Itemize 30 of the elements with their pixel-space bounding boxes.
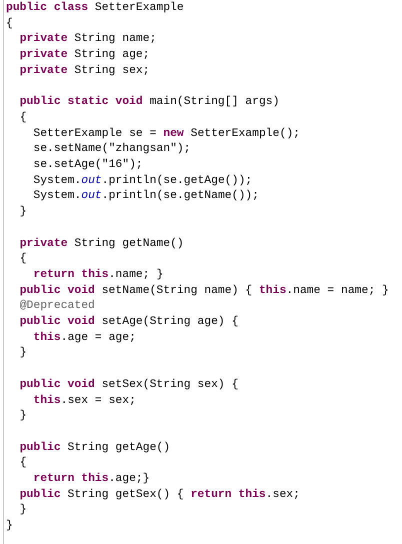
- code-line: private String name;: [20, 32, 156, 46]
- code-line: System.out.println(se.getAge());: [33, 174, 252, 188]
- code-line: {: [6, 16, 13, 31]
- code-line: public static void main(String[] args): [20, 95, 280, 110]
- code-line: }: [20, 346, 27, 360]
- code-line: return this.age;}: [33, 472, 150, 486]
- code-line: {: [20, 252, 27, 266]
- code-line: public void setName(String name) { this.name = name; }: [20, 284, 389, 298]
- code-line: return this.name; }: [33, 268, 164, 282]
- code-line: public class SetterExample: [6, 1, 184, 15]
- code-line: }: [20, 409, 27, 424]
- code-line: private String getName(): [20, 236, 184, 250]
- code-line: private String sex;: [20, 64, 150, 78]
- code-line: }: [20, 205, 27, 220]
- code-line: }: [20, 503, 27, 518]
- code-line: public void setSex(String sex) {: [20, 378, 238, 392]
- code-line: this.sex = sex;: [33, 394, 136, 408]
- code-line: private String age;: [20, 48, 150, 62]
- code-line: public String getAge(): [20, 440, 170, 455]
- code-line: SetterExample se = new SetterExample();: [33, 126, 300, 141]
- code-line: this.age = age;: [33, 330, 136, 345]
- code-line: System.out.println(se.getName());: [33, 189, 259, 204]
- code-line: se.setAge("16");: [33, 158, 143, 172]
- code-line: }: [6, 519, 13, 534]
- code-line: public String getSex() { return this.sex;: [20, 488, 300, 502]
- annotation-line: @Deprecated: [20, 299, 95, 314]
- code-line: se.setName("zhangsan");: [33, 142, 191, 156]
- code-line: public void setAge(String age) {: [20, 315, 238, 329]
- code-line: {: [20, 456, 27, 470]
- code-line: {: [20, 110, 27, 125]
